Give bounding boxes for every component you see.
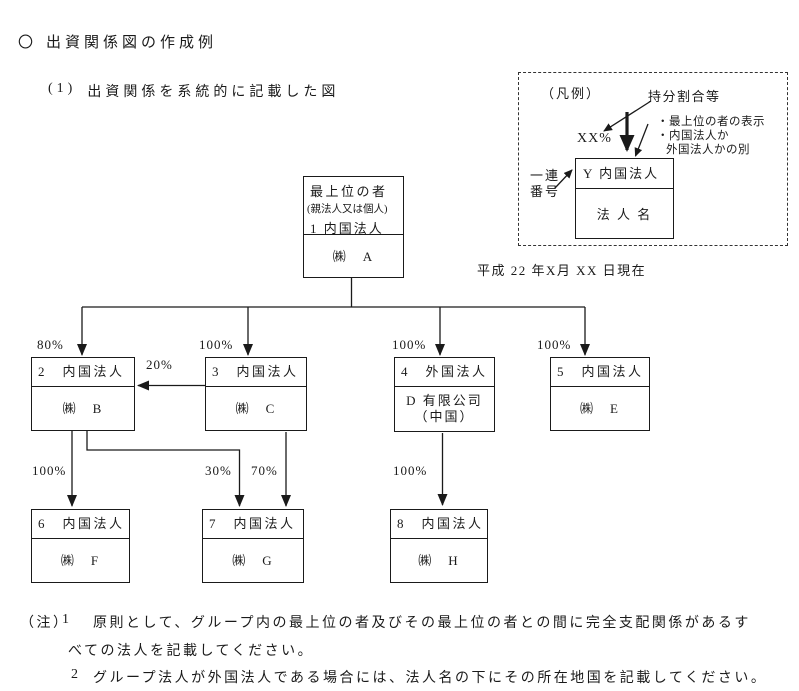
org-node-e: 5 内国法人 ㈱ E [550,357,650,431]
pct-label-a-to-d: 100% [392,337,427,352]
legend-bullet-top-entity: ・最上位の者の表示 [657,116,765,128]
org-node-g: 7 内国法人 ㈱ G [202,509,304,583]
legend-serial-label-2: 番号 [530,184,561,199]
pct-label-b-to-g: 30% [205,463,232,478]
legend-serial-arrow [554,169,573,189]
org-node-f-type: 6 内国法人 [32,510,129,539]
legend-sample-name: 法 人 名 [596,206,653,222]
org-node-d-name-line: D 有限公司 [406,392,483,408]
org-node-root-header: 最上位の者 (親法人又は個人) 1 内国法人 [304,177,403,236]
org-node-d-name: D 有限公司 （中国） [395,387,494,430]
section-heading: (1) 出資関係を系統的に記載した図 [48,81,339,101]
pct-label-c-to-g: 70% [251,463,278,478]
org-node-b: 2 内国法人 ㈱ B [31,357,135,431]
section-title-text: 出資関係を系統的に記載した図 [87,85,340,100]
org-node-f-name: ㈱ F [60,552,101,568]
org-node-d: 4 外国法人 D 有限公司 （中国） [394,357,495,432]
org-node-root-line3: 1 内国法人 [310,221,384,236]
pct-label-d-to-h: 100% [393,463,428,478]
legend-bullet-arrow [634,123,649,157]
org-node-f: 6 内国法人 ㈱ F [31,509,130,583]
org-node-c: 3 内国法人 ㈱ C [205,357,307,431]
legend-ratio-value: XX% [577,131,612,146]
org-node-e-type: 5 内国法人 [551,358,649,387]
org-node-root-a: 最上位の者 (親法人又は個人) 1 内国法人 ㈱ A [303,176,404,278]
org-node-b-type: 2 内国法人 [32,358,134,387]
legend-serial-label-1: 一連 [530,168,561,183]
org-node-h: 8 内国法人 ㈱ H [390,509,488,583]
edge-b-to-g [86,431,245,507]
legend-box: （凡例） 持分割合等 XX% ・最上位の者の表示 ・内国法人か 外国法人かの別 … [518,72,788,246]
title-marker-icon: 〇 [18,35,38,51]
legend-bullet-domestic: ・内国法人か [657,130,729,142]
org-node-g-type: 7 内国法人 [203,510,303,539]
org-node-g-name: ㈱ G [232,552,274,568]
legend-sample-type: Y 内国法人 [576,159,673,189]
pct-label-c-to-b: 20% [146,357,173,372]
legend-caption: （凡例） [541,86,602,101]
footnote-2-number: 2 [71,667,81,682]
org-node-root-name: ㈱ A [332,248,375,264]
footnote-2-line1: グループ法人が外国法人である場合には、法人名の下にその所在地国を記載してください… [93,671,768,686]
page-title-text: 出資関係図の作成例 [46,35,218,51]
footnote-mark: （注） [20,616,70,631]
pct-label-b-to-f: 100% [32,463,67,478]
footnote-1-number: 1 [62,612,72,627]
org-node-h-name: ㈱ H [418,552,460,568]
legend-bullet-foreign: 外国法人かの別 [666,144,750,156]
org-node-c-type: 3 内国法人 [206,358,306,387]
org-node-h-type: 8 内国法人 [391,510,487,539]
pct-label-a-to-c: 100% [199,337,234,352]
pct-label-a-to-b: 80% [37,337,64,352]
org-node-root-line2: (親法人又は個人) [307,204,388,215]
footnote-1-line2: べての法人を記載してください。 [68,644,315,659]
footnote-1-line1: 原則として、グループ内の最上位の者及びその最上位の者との間に完全支配関係があるす [93,616,751,631]
org-node-b-name: ㈱ B [62,400,104,416]
section-number: (1) [48,81,77,96]
pct-label-a-to-e: 100% [537,337,572,352]
page-title: 〇 出資関係図の作成例 [18,31,217,52]
org-node-d-type: 4 外国法人 [395,358,494,387]
as-of-date: 平成 22 年X月 XX 日現在 [477,263,647,278]
org-node-c-name: ㈱ C [235,400,277,416]
org-node-e-name: ㈱ E [580,400,620,416]
legend-ratio-label: 持分割合等 [648,89,721,104]
org-node-root-line1: 最上位の者 [310,184,388,199]
org-node-d-country: （中国） [414,408,475,424]
legend-sample-node: Y 内国法人 法 人 名 [575,158,674,239]
